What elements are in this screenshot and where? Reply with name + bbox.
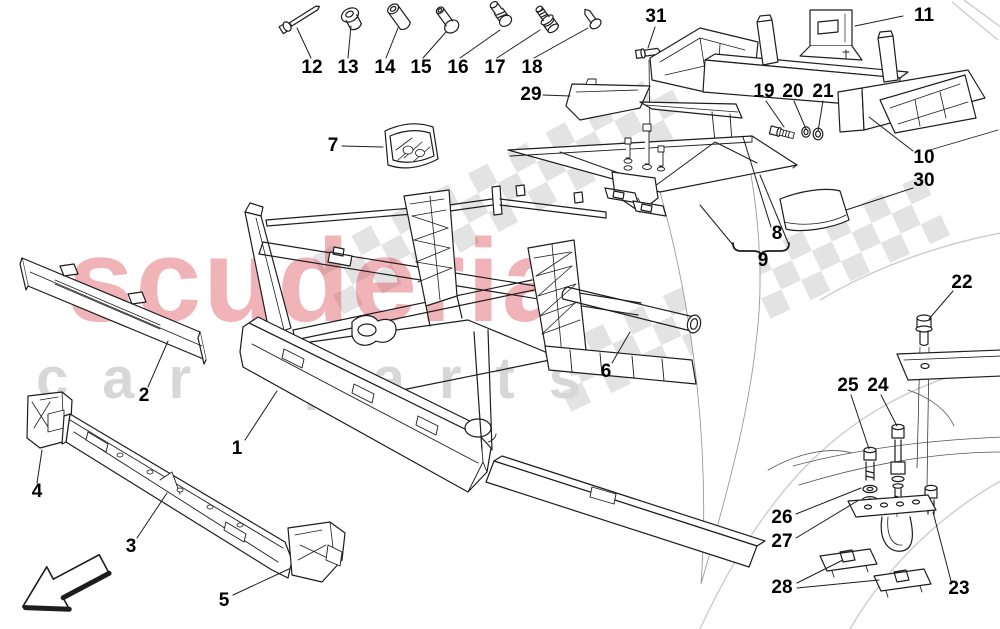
hardware-22-28 [767,314,1000,598]
fastener-17-stud-bolt-icon [535,5,559,34]
part-callout-21: 21 [812,81,834,102]
part-callout-28: 28 [771,577,793,598]
part-callout-15: 15 [410,57,432,78]
part-11-bracket [799,9,863,61]
part-callout-17: 17 [484,57,506,78]
part-callout-29: 29 [520,84,542,105]
part-callout-26: 26 [771,507,793,528]
part-callout-19: 19 [753,81,775,102]
part-callout-25: 25 [837,375,859,396]
fastener-15-rivet-icon [435,6,460,34]
part-callout-12: 12 [301,57,323,78]
fastener-16-insert-icon [489,0,513,28]
leader-lines [36,15,954,596]
part-callout-7: 7 [327,135,339,156]
part-callout-30: 30 [913,170,935,191]
part-callout-4: 4 [31,481,43,502]
part-1-main-frame [239,184,766,568]
part-callout-22: 22 [951,272,973,293]
part-callout-11: 11 [913,5,935,26]
fastener-14-sleeve-icon [387,3,411,31]
part-6-tube [561,286,695,332]
part-callout-10: 10 [913,147,935,168]
part-callout-31: 31 [645,6,667,27]
part-callout-23: 23 [948,578,970,599]
part-callout-5: 5 [218,590,230,611]
part-callout-2: 2 [138,385,150,406]
part-30-plate [779,188,850,232]
part-callout-16: 16 [447,57,469,78]
fastener-18-screw-icon [584,8,602,30]
part-callout-18: 18 [521,57,543,78]
part-callout-14: 14 [374,57,396,78]
part-callout-20: 20 [782,81,804,102]
fastener-13-bushing-icon [340,7,363,31]
part-8-9-subframe [507,101,798,217]
fastener-12-rivet-icon [278,5,320,35]
part-7-kit-pouch [384,123,439,169]
part-callout-6: 6 [600,361,612,382]
part-29-plate [565,78,651,121]
part-callout-13: 13 [337,57,359,78]
part-callout-24: 24 [867,375,889,396]
hardware-19-20-21 [768,125,824,141]
part-10-rear-frame-member [649,14,999,151]
part-2-rail [19,257,207,365]
part-callout-1: 1 [231,438,243,459]
part-callout-9: 9 [757,250,769,271]
part-callout-8: 8 [771,223,783,244]
part-callout-3: 3 [125,536,137,557]
group-9-brace [732,242,790,257]
part-5-bracket [287,521,346,583]
part-3-sill-member [61,413,293,579]
part-callout-27: 27 [771,531,793,552]
direction-arrow-icon [21,553,112,612]
